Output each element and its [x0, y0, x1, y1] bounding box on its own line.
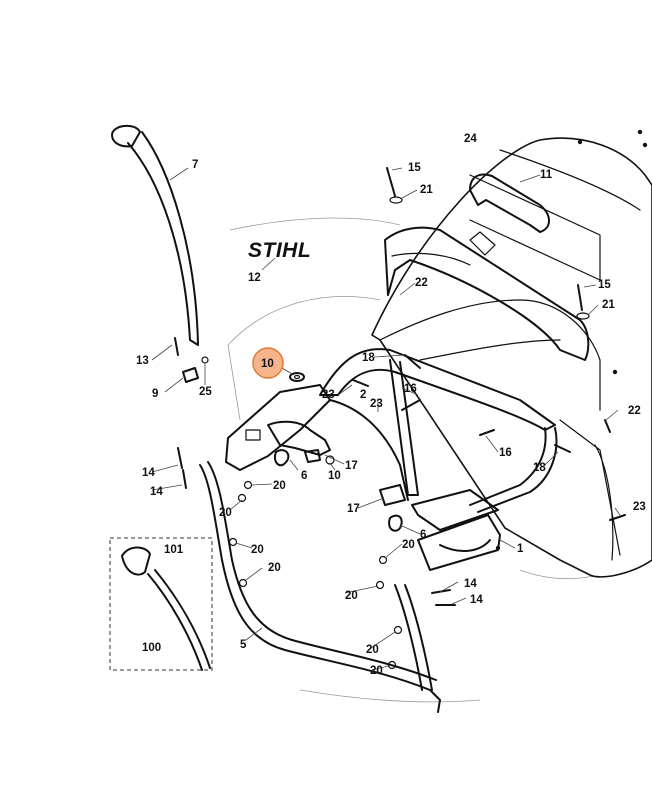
callout-20: 20	[251, 544, 264, 556]
chute-rod	[111, 124, 199, 346]
callout-23: 23	[322, 389, 335, 401]
callout-18: 18	[533, 462, 546, 474]
callout-5: 5	[240, 639, 247, 651]
background-guides	[227, 217, 641, 703]
carry-handle	[469, 173, 550, 256]
callout-12: 12	[248, 272, 261, 284]
callout-25: 25	[199, 386, 212, 398]
nuts-20	[228, 480, 403, 670]
hinge-hardware	[274, 449, 406, 532]
callout-6: 6	[420, 529, 426, 541]
callout-21: 21	[420, 184, 433, 196]
callout-101: 101	[164, 544, 184, 556]
callout-18: 18	[362, 352, 375, 364]
callout-20: 20	[370, 665, 383, 677]
callout-1: 1	[517, 543, 524, 555]
callout-6: 6	[301, 470, 307, 482]
callout-22: 22	[628, 405, 641, 417]
callout-16: 16	[499, 447, 512, 459]
callout-23: 23	[370, 398, 383, 410]
callout-2: 2	[360, 389, 366, 401]
callout-20: 20	[219, 507, 232, 519]
bolt-set-top	[386, 167, 590, 320]
callout-20: 20	[345, 590, 358, 602]
callout-100: 100	[142, 642, 161, 654]
callout-9: 9	[152, 388, 158, 400]
callout-10-highlighted: 10	[261, 358, 274, 370]
callout-20: 20	[402, 539, 415, 551]
callout-11: 11	[540, 169, 553, 181]
stihl-logo: STIHL	[248, 239, 311, 262]
grass-bag	[371, 129, 652, 578]
callout-20: 20	[268, 562, 281, 574]
callout-17: 17	[345, 460, 358, 472]
inset-box	[109, 537, 213, 671]
callout-13: 13	[136, 355, 149, 367]
callout-15: 15	[408, 162, 421, 174]
washer-10	[289, 372, 305, 382]
callout-24: 24	[464, 133, 477, 145]
callout-23: 23	[633, 501, 646, 513]
highlight-circle	[252, 347, 284, 379]
callout-21: 21	[602, 299, 615, 311]
mounting-plate	[225, 384, 331, 471]
callout-20: 20	[273, 480, 286, 492]
stihl-logo-text: STIHL	[248, 239, 311, 262]
callout-16: 16	[404, 383, 417, 395]
callout-14: 14	[150, 486, 163, 498]
callout-17: 17	[347, 503, 360, 515]
callout-14: 14	[142, 467, 155, 479]
callout-15: 15	[598, 279, 611, 291]
callout-20: 20	[366, 644, 379, 656]
callout-14: 14	[464, 578, 477, 590]
callout-10: 10	[328, 470, 341, 482]
callout-22: 22	[415, 277, 428, 289]
callout-14: 14	[470, 594, 483, 606]
callout-labels: 24 7 15 21 11 12 22 15 21 13 10 18 9 25 …	[136, 133, 646, 677]
small-fasteners-left	[174, 337, 209, 383]
bag-lid	[384, 226, 590, 361]
leader-lines	[151, 167, 621, 671]
callout-7: 7	[192, 159, 198, 171]
frame-u	[319, 348, 558, 571]
lower-frame	[199, 461, 441, 713]
